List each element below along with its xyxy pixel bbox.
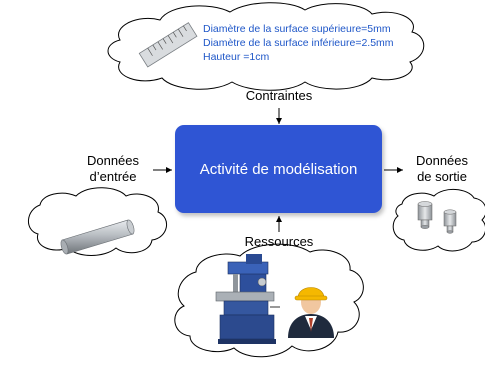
outputs-label: Données de sortie (404, 153, 480, 185)
activity-label: Activité de modélisation (199, 160, 358, 178)
output-cloud (392, 189, 485, 252)
constraint-line-3: Hauteur =1cm (203, 51, 270, 63)
constraints-title: Contraintes (245, 88, 313, 103)
outputs-label-line-2: de sortie (417, 169, 467, 184)
input-cloud (28, 187, 167, 256)
constraint-line-1: Diamètre de la surface supérieure=5mm (203, 23, 391, 35)
engineer-icon (288, 287, 334, 338)
machined-parts-icon (417, 201, 457, 234)
resources-title: Ressources (244, 234, 314, 249)
metal-rod-icon (60, 219, 135, 255)
activity-box: Activité de modélisation (175, 125, 382, 213)
milling-machine-icon (215, 254, 280, 344)
inputs-label-line-2: d’entrée (89, 169, 137, 184)
outputs-label-line-1: Données (415, 153, 469, 168)
inputs-label: Données d’entrée (72, 153, 154, 185)
constraint-line-2: Diamètre de la surface inférieure=2.5mm (203, 37, 394, 49)
inputs-label-line-1: Données (86, 153, 140, 168)
ruler-icon (138, 22, 198, 68)
